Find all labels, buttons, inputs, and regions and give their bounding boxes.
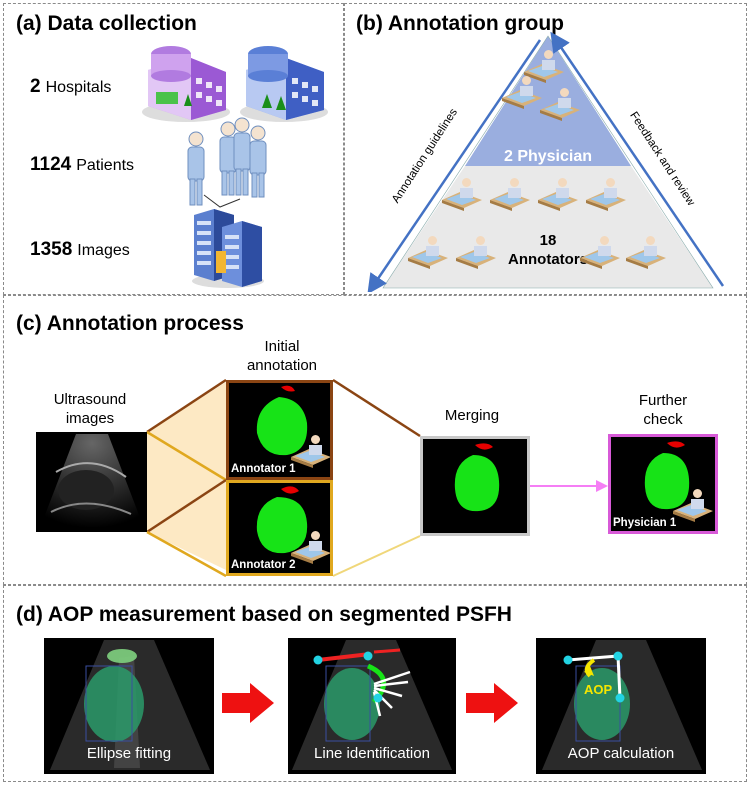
line-identification-label: Line identification [314,745,430,762]
aop-calculation-image: AOP AOP calculation [536,638,706,774]
annotator2-tag: Annotator 2 [231,559,296,571]
annotator-count-line1: 18 [539,232,557,249]
annotator-figures [408,50,666,269]
further-check-label: Further check [638,392,688,428]
panel-d-title: (d) AOP measurement based on segmented P… [16,603,512,626]
ellipse-fitting-label: Ellipse fitting [86,745,172,762]
annotator-count-line2: Annotators [508,251,588,268]
stat-images-value: 1358 [30,239,73,260]
annotator1-mask-frame: Annotator 1 [226,380,333,480]
physician-count-label: 2 Physician [503,148,593,165]
process-connectors [146,378,608,578]
ellipse-fitting-image: Ellipse fitting [44,638,214,774]
line-identification-image: Line identification [288,638,456,774]
stat-images-label: Images [77,242,130,259]
ultrasound-image [36,432,147,532]
initial-annotation-label: Initial annotation [246,338,318,374]
panel-b [344,3,747,295]
aop-tag: AOP [584,682,613,697]
patients-icon [187,117,267,208]
aop-calculation-label: AOP calculation [567,745,675,762]
stat-hospitals-label: Hospitals [45,79,112,96]
feedback-arrow [550,31,725,287]
physician1-tag: Physician 1 [613,517,677,529]
panel-d [3,585,747,782]
panel-a-title: (a) Data collection [16,12,197,35]
physician-check-frame: Physician 1 [608,434,718,534]
annotator2-mask-frame: Annotator 2 [226,480,333,576]
next-step-arrow-2 [466,683,518,723]
merged-mask-frame [420,436,530,536]
stat-patients-label: Patients [76,157,135,174]
stat-hospitals-value: 2 [30,76,41,97]
panel-b-title: (b) Annotation group [356,12,564,35]
ultrasound-images-label: Ultrasound images [53,391,127,427]
next-step-arrow-1 [222,683,274,723]
panel-c-title: (c) Annotation process [16,312,244,335]
stat-patients-value: 1124 [30,154,72,175]
pyramid-physician-section [465,36,631,166]
guidelines-arrow [367,39,542,292]
panel-a [3,3,344,295]
server-icon [192,209,264,288]
hospital-icon [142,46,328,122]
panel-c [3,295,747,585]
annotator1-tag: Annotator 1 [231,463,296,475]
merging-label: Merging [444,407,500,424]
